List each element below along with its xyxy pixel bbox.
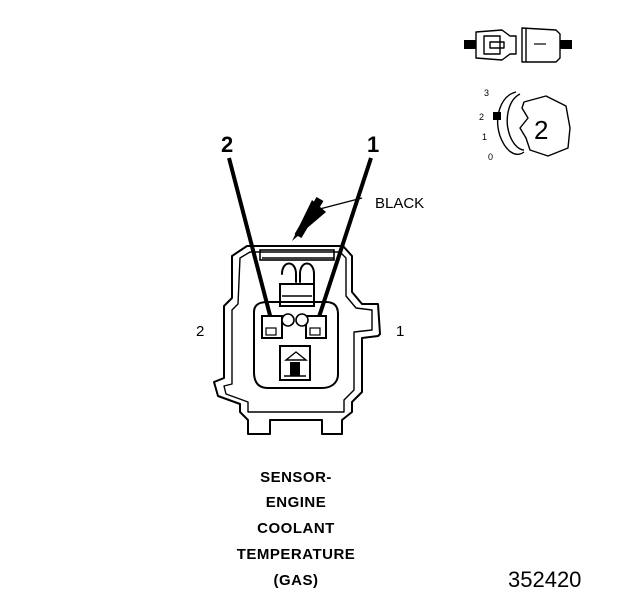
inset-pin-count: 2 <box>534 115 548 145</box>
scale-mark-0: 0 <box>488 152 493 162</box>
connector-caption: SENSOR- ENGINE COOLANT TEMPERATURE (GAS) <box>237 469 356 589</box>
scale-mark-1: 1 <box>482 132 487 142</box>
color-pointer-arrow <box>292 196 363 241</box>
side-pin-2-label: 2 <box>196 323 204 340</box>
callout-pin-2-label: 2 <box>221 132 233 157</box>
scale-mark-2: 2 <box>479 112 484 122</box>
inset-terminal-end-view: 3 2 1 0 2 <box>479 88 571 162</box>
caption-line-4: TEMPERATURE <box>237 546 356 563</box>
caption-line-3: COOLANT <box>257 520 335 537</box>
caption-line-5: (GAS) <box>274 572 319 589</box>
inset-connector-side-view <box>464 27 572 63</box>
connector-color-label: BLACK <box>375 195 424 212</box>
callout-pin-1-label: 1 <box>367 132 379 157</box>
connector-face <box>213 245 381 435</box>
figure-number: 352420 <box>508 567 581 592</box>
caption-line-1: SENSOR- <box>260 469 332 486</box>
caption-line-2: ENGINE <box>266 494 327 511</box>
scale-mark-3: 3 <box>484 88 489 98</box>
side-pin-1-label: 1 <box>396 323 404 340</box>
